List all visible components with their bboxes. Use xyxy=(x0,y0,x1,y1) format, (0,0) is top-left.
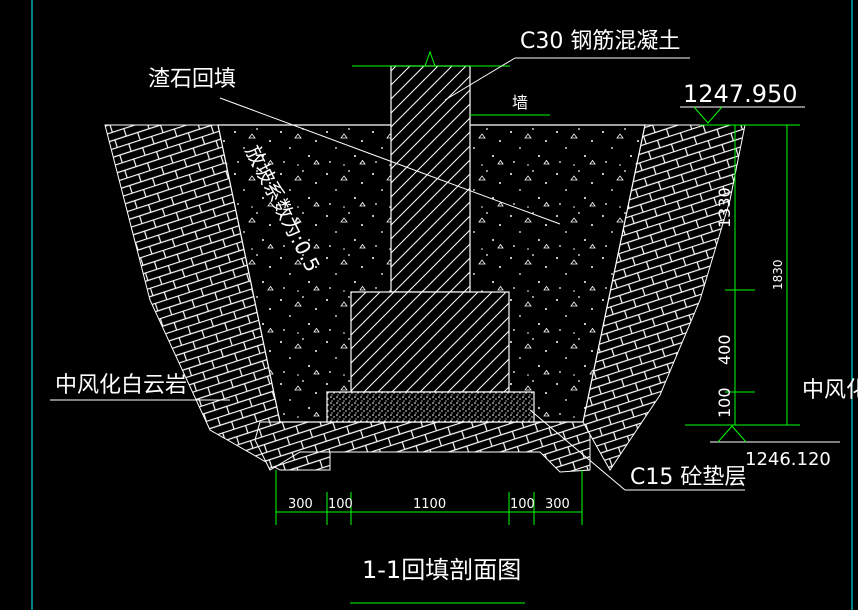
vdim-middle: 400 xyxy=(715,334,734,365)
elev-bottom-marker xyxy=(717,425,747,443)
wall-label: 墙 xyxy=(512,93,528,112)
elevation-bottom: 1246.120 xyxy=(745,449,831,470)
drawing-title: 1-1回填剖面图 xyxy=(362,556,521,584)
rock-bottom xyxy=(254,421,591,473)
concrete-label: C30 钢筋混凝土 xyxy=(520,29,680,54)
elev-top-marker xyxy=(693,106,723,124)
hdim-1: 100 xyxy=(328,497,353,512)
vdim-lower: 100 xyxy=(715,387,734,418)
rock-right xyxy=(582,124,746,471)
hdim-4: 300 xyxy=(545,497,570,512)
backfill-label: 渣石回填 xyxy=(148,67,236,92)
break-symbol xyxy=(424,50,436,67)
cushion-leader xyxy=(529,409,626,491)
footing xyxy=(350,291,510,393)
hdim-0: 300 xyxy=(288,497,313,512)
wall xyxy=(390,65,471,293)
rock-right-label: 中风化 xyxy=(802,378,858,403)
cushion-layer xyxy=(326,391,535,423)
hdim-2: 1100 xyxy=(413,497,446,512)
hdim-3: 100 xyxy=(510,497,535,512)
cushion-label: C15 砼垫层 xyxy=(630,465,746,490)
vdim-total: 1830 xyxy=(771,259,785,290)
vdim-upper: 1330 xyxy=(715,187,734,228)
elevation-top: 1247.950 xyxy=(683,80,798,108)
backfill-leader xyxy=(219,97,561,225)
concrete-leader xyxy=(444,57,516,101)
rock-left-label: 中风化白云岩 xyxy=(55,373,187,398)
